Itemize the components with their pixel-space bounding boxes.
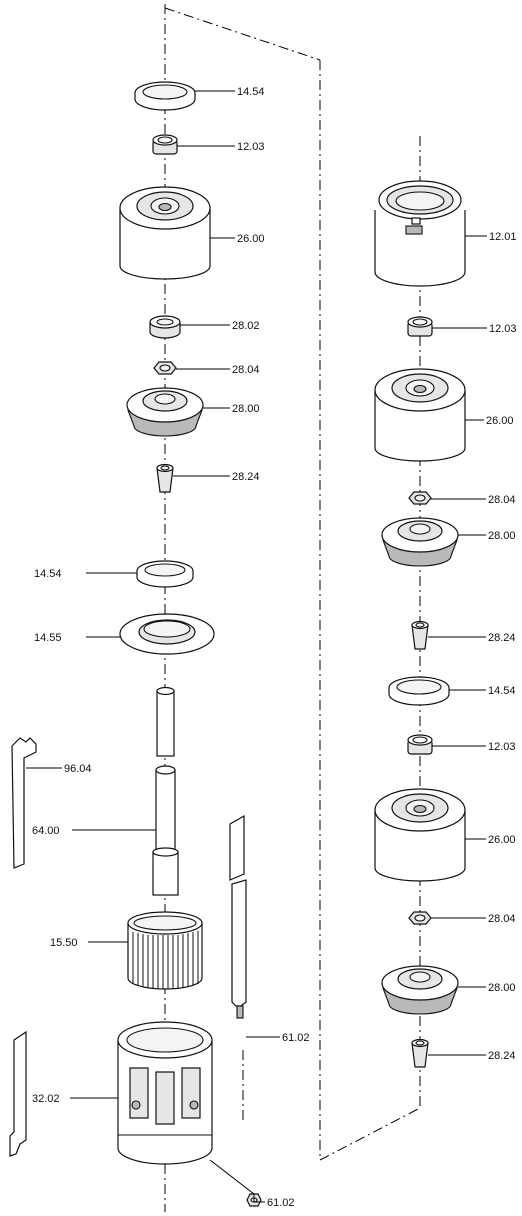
coupling-pin-part [156,686,175,757]
left-stack [9,81,262,1207]
seal-ring-part [388,676,450,706]
part-number-label: 14.54 [488,685,516,697]
part-number-label: 12.03 [489,323,517,335]
part-number-label: 14.55 [34,632,62,644]
leader-line [209,1159,265,1203]
hex-nut-part [153,361,177,375]
part-number-label: 28.24 [488,632,516,644]
part-number-label: 14.54 [237,86,265,98]
hex-nut-part [408,491,432,505]
cone-part [411,1038,429,1068]
pump-shaft-part [152,765,179,896]
part-number-label: 12.03 [237,141,265,153]
part-number-label: 28.00 [488,530,516,542]
part-number-label: 12.03 [488,741,516,753]
part-labels: 14.54 12.03 26.00 28.02 28.04 28.00 28.24 14.54… [32,86,517,1209]
part-number-label: 26.00 [486,415,514,427]
sleeve-part [149,315,181,339]
cable-guard-strip-part [229,814,247,1019]
bushing-part [407,316,433,337]
seal-ring-part [134,81,196,111]
part-number-label: 96.04 [64,763,92,775]
part-number-label: 32.02 [32,1093,60,1105]
cone-part [411,620,429,650]
stage-casing-part [119,186,211,280]
part-number-label: 28.00 [232,403,260,415]
part-number-label: 26.00 [237,233,265,245]
part-number-label: 61.02 [267,1197,295,1209]
discharge-casing-part [374,180,466,287]
bushing-part [152,134,178,155]
leader-lines [26,90,487,1203]
part-number-label: 28.24 [232,471,260,483]
part-number-label: 28.04 [232,364,260,376]
cone-part [156,463,174,493]
wear-plate-part [119,613,215,655]
part-number-label: 64.00 [32,825,60,837]
part-number-label: 15.50 [50,937,78,949]
part-number-label: 12.01 [489,231,517,243]
part-number-label: 28.00 [488,982,516,994]
part-number-label: 28.04 [488,913,516,925]
part-number-label: 28.02 [232,320,260,332]
cable-guard-part [9,737,37,1157]
impeller-part [381,517,459,567]
part-number-label: 14.54 [34,568,62,580]
part-number-label: 28.24 [488,1050,516,1062]
stage-casing-part [374,788,466,882]
hex-nut-part [408,911,432,925]
part-number-label: 61.02 [282,1032,310,1044]
strainer-part [127,911,203,990]
part-number-label: 26.00 [488,834,516,846]
seal-ring-part [136,560,194,588]
part-number-label: 28.04 [488,494,516,506]
impeller-part [126,387,204,437]
right-stack [374,180,466,1068]
stage-casing-part [374,368,466,462]
suction-housing-part [117,1021,213,1165]
bushing-part [407,734,433,755]
impeller-part [381,965,459,1015]
